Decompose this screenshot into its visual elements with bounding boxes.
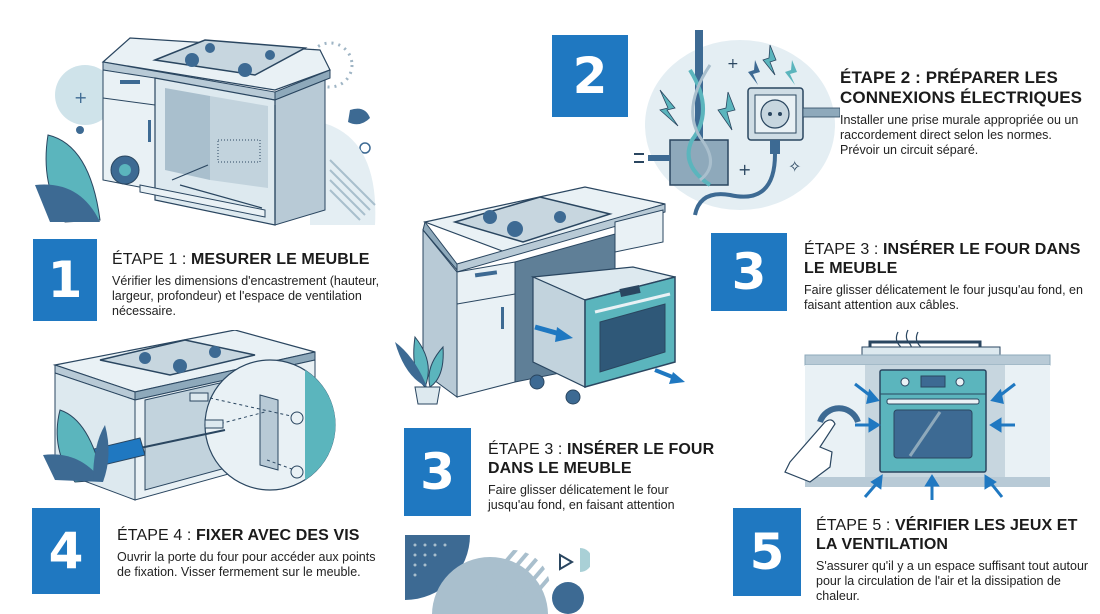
step-number: 1	[47, 251, 83, 309]
step-3-title: ÉTAPE 3 : INSÉRER LE FOUR DANS LE MEUBLE	[804, 241, 1081, 277]
step-number: 4	[48, 522, 84, 580]
step-3-duplicate-text: ÉTAPE 3 : INSÉRER LE FOUR DANS LE MEUBLE…	[488, 440, 718, 513]
step-4-number-badge: 4	[32, 508, 100, 594]
step-2-description: Installer une prise murale appropriée ou…	[840, 113, 1079, 157]
svg-text:+: +	[738, 160, 751, 179]
step-5-text: ÉTAPE 5 : VÉRIFIER LES JEUX ET LA VENTIL…	[816, 516, 1096, 604]
illustration-screws	[35, 330, 370, 508]
step-3-text: ÉTAPE 3 : INSÉRER LE FOUR DANS LE MEUBLE…	[804, 240, 1094, 313]
illustration-measure-cabinet: +	[30, 10, 390, 230]
illustration-electrical: + + ✧	[620, 30, 840, 220]
step-number: 3	[731, 243, 767, 301]
step-number: 5	[749, 523, 785, 581]
step-2-title: ÉTAPE 2 : PRÉPARER LES CONNEXIONS ÉLECTR…	[840, 68, 1083, 107]
step-1-number-badge: 1	[33, 239, 97, 321]
step-3-description: Faire glisser délicatement le four jusqu…	[804, 283, 1083, 312]
step-3-number-badge: 3	[711, 233, 787, 311]
decorative-shapes	[400, 530, 590, 614]
illustration-ventilation	[770, 322, 1070, 507]
step-number: 2	[572, 47, 608, 105]
svg-text:+: +	[727, 56, 739, 72]
svg-text:+: +	[74, 88, 87, 107]
illustration-insert-oven	[385, 182, 705, 412]
step-4-description: Ouvrir la porte du four pour accéder aux…	[117, 550, 376, 579]
step-5-title: ÉTAPE 5 : VÉRIFIER LES JEUX ET LA VENTIL…	[816, 517, 1078, 553]
step-3-duplicate-title: ÉTAPE 3 : INSÉRER LE FOUR DANS LE MEUBLE	[488, 441, 715, 477]
step-4-title: ÉTAPE 4 : FIXER AVEC DES VIS	[117, 527, 360, 544]
step-4-text: ÉTAPE 4 : FIXER AVEC DES VIS Ouvrir la p…	[117, 526, 387, 580]
step-2-text: ÉTAPE 2 : PRÉPARER LES CONNEXIONS ÉLECTR…	[840, 68, 1090, 158]
step-5-description: S'assurer qu'il y a un espace suffisant …	[816, 559, 1089, 603]
step-3-duplicate-description: Faire glisser délicatement le four jusqu…	[488, 483, 675, 512]
step-3-duplicate-number-badge: 3	[404, 428, 471, 516]
step-1-text: ÉTAPE 1 : MESURER LE MEUBLE Vérifier les…	[112, 250, 382, 319]
step-number: 3	[420, 443, 455, 501]
svg-text:✧: ✧	[788, 157, 801, 176]
step-2-number-badge: 2	[552, 35, 628, 117]
step-1-title: ÉTAPE 1 : MESURER LE MEUBLE	[112, 251, 370, 268]
step-1-description: Vérifier les dimensions d'encastrement (…	[112, 274, 380, 318]
step-5-number-badge: 5	[733, 508, 801, 596]
